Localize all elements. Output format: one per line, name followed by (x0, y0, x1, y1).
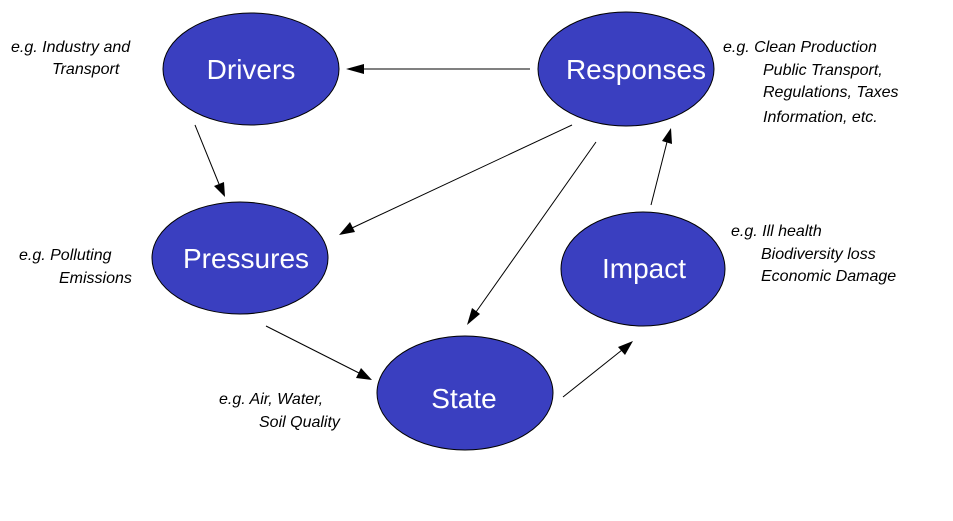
pressures-ellipse (151, 201, 329, 315)
note-state-line2: Soil Quality (259, 414, 341, 431)
note-impact-line1: e.g. Ill health (731, 223, 822, 240)
note-impact: e.g. Ill health Biodiversity loss Econom… (731, 223, 896, 285)
state-ellipse (376, 335, 554, 451)
note-state: e.g. Air, Water, Soil Quality (219, 391, 341, 431)
drivers-label: Drivers (207, 54, 296, 85)
state-label: State (431, 383, 496, 414)
responses-label: Responses (566, 54, 706, 85)
note-drivers-line1: e.g. Industry and (11, 39, 131, 56)
note-pressures-line1: e.g. Polluting (19, 247, 112, 264)
note-responses-line2: Public Transport, (763, 62, 883, 79)
drivers-ellipse (162, 12, 340, 126)
note-state-line1: e.g. Air, Water, (219, 391, 323, 408)
node-responses: Responses (537, 11, 715, 127)
edge-responses-to-drivers (346, 64, 530, 74)
node-state: State (376, 335, 554, 451)
edge-impact-to-responses (650, 128, 672, 206)
edge-pressures-to-state (265, 325, 372, 380)
note-responses-line4: Information, etc. (763, 109, 878, 126)
edges (194, 64, 672, 398)
note-pressures-line2: Emissions (59, 270, 132, 287)
note-drivers: e.g. Industry and Transport (11, 39, 131, 78)
note-responses: e.g. Clean Production Public Transport, … (723, 39, 899, 126)
note-pressures: e.g. Polluting Emissions (19, 247, 132, 287)
impact-ellipse (560, 211, 726, 327)
edge-responses-to-state (467, 141, 597, 325)
note-responses-line3: Regulations, Taxes (763, 84, 899, 101)
node-impact: Impact (560, 211, 726, 327)
note-drivers-line2: Transport (52, 61, 120, 78)
note-impact-line3: Economic Damage (761, 268, 896, 285)
impact-label: Impact (602, 253, 686, 284)
note-impact-line2: Biodiversity loss (761, 246, 876, 263)
note-responses-line1: e.g. Clean Production (723, 39, 877, 56)
pressures-label: Pressures (183, 243, 309, 274)
edge-state-to-impact (562, 341, 633, 398)
node-drivers: Drivers (162, 12, 340, 126)
edge-responses-to-pressures (339, 124, 573, 235)
edge-drivers-to-pressures (194, 124, 225, 197)
responses-ellipse (537, 11, 715, 127)
node-pressures: Pressures (151, 201, 329, 315)
